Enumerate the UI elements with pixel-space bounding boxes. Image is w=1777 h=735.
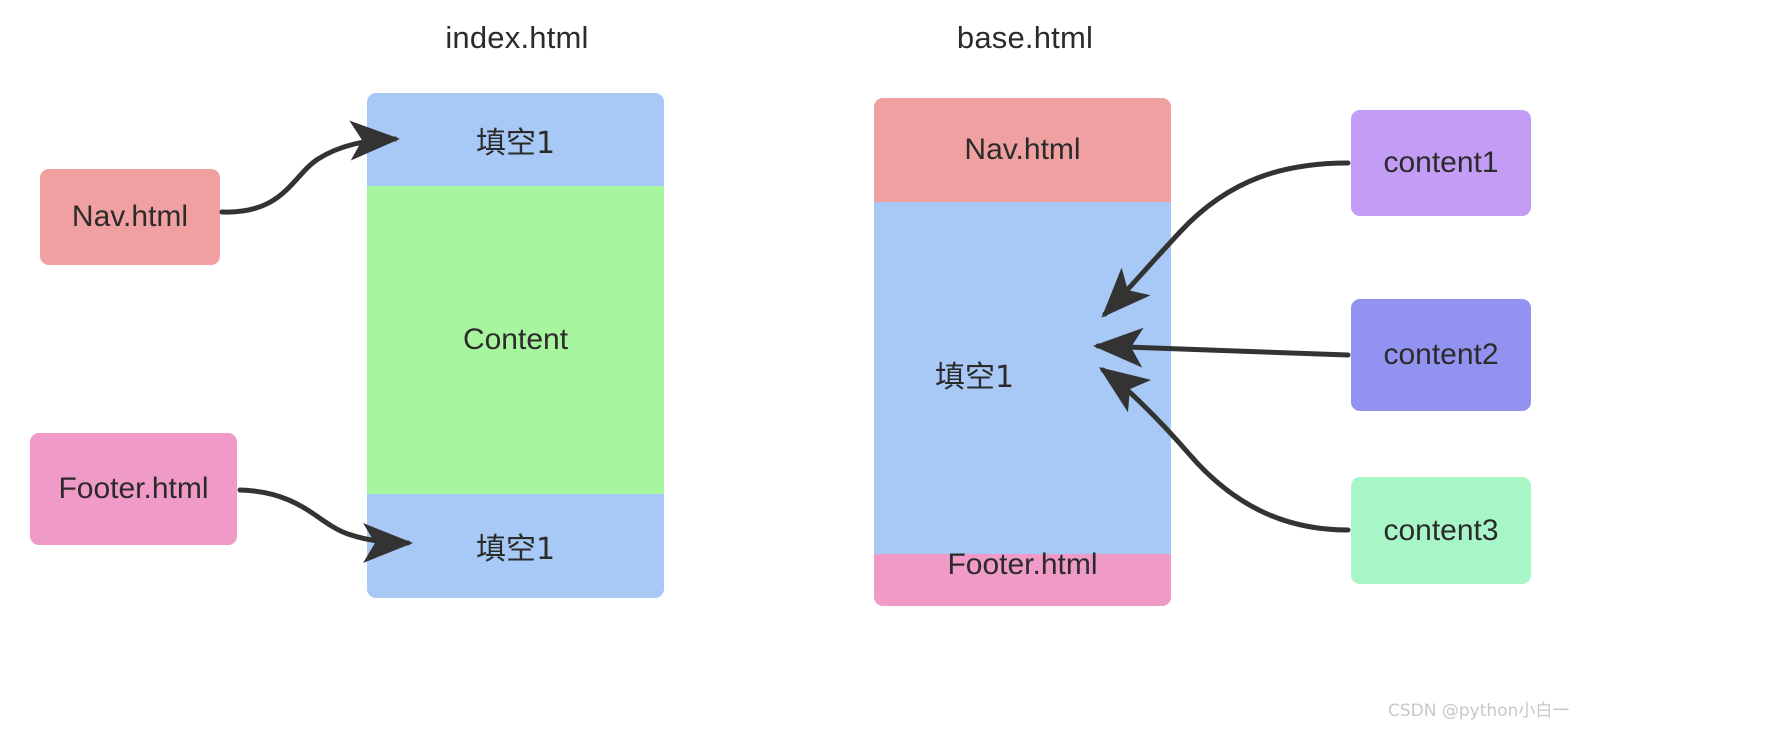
node-nav-html-label: Nav.html (71, 200, 189, 233)
node-content1-label: content1 (1383, 146, 1499, 179)
index-stack-segment-content[interactable]: Content (367, 186, 664, 494)
index-html-title: index.html (445, 20, 589, 55)
node-footer-html-label: Footer.html (58, 472, 209, 505)
index-bottom-slot-label: 填空1 (475, 532, 556, 567)
index-stack-segment-bottom-slot[interactable]: 填空1 (367, 494, 664, 598)
base-slot-label: 填空1 (934, 360, 1015, 395)
node-content2[interactable]: content2 (1351, 299, 1531, 411)
node-content3-label: content3 (1383, 513, 1499, 547)
node-content3[interactable]: content3 (1351, 477, 1531, 584)
base-html-stack: Nav.html 填空1 Footer.html (874, 98, 1171, 606)
base-stack-segment-slot[interactable]: 填空1 (874, 202, 1171, 554)
base-nav-label: Nav.html (964, 133, 1081, 166)
node-content1[interactable]: content1 (1351, 110, 1531, 216)
index-content-label: Content (462, 323, 569, 356)
index-top-slot-label: 填空1 (475, 125, 556, 161)
node-content2-label: content2 (1383, 338, 1499, 371)
index-stack-segment-top-slot[interactable]: 填空1 (367, 93, 664, 186)
base-html-title: base.html (956, 20, 1094, 55)
csdn-watermark: CSDN @python小白一 (1388, 701, 1570, 721)
base-stack-segment-nav[interactable]: Nav.html (874, 98, 1171, 202)
base-footer-label: Footer.html (947, 548, 1098, 581)
base-stack-segment-footer[interactable]: Footer.html (874, 548, 1171, 606)
node-footer-html[interactable]: Footer.html (30, 433, 237, 545)
index-html-stack: 填空1 Content 填空1 (367, 93, 664, 598)
node-nav-html[interactable]: Nav.html (40, 169, 220, 265)
